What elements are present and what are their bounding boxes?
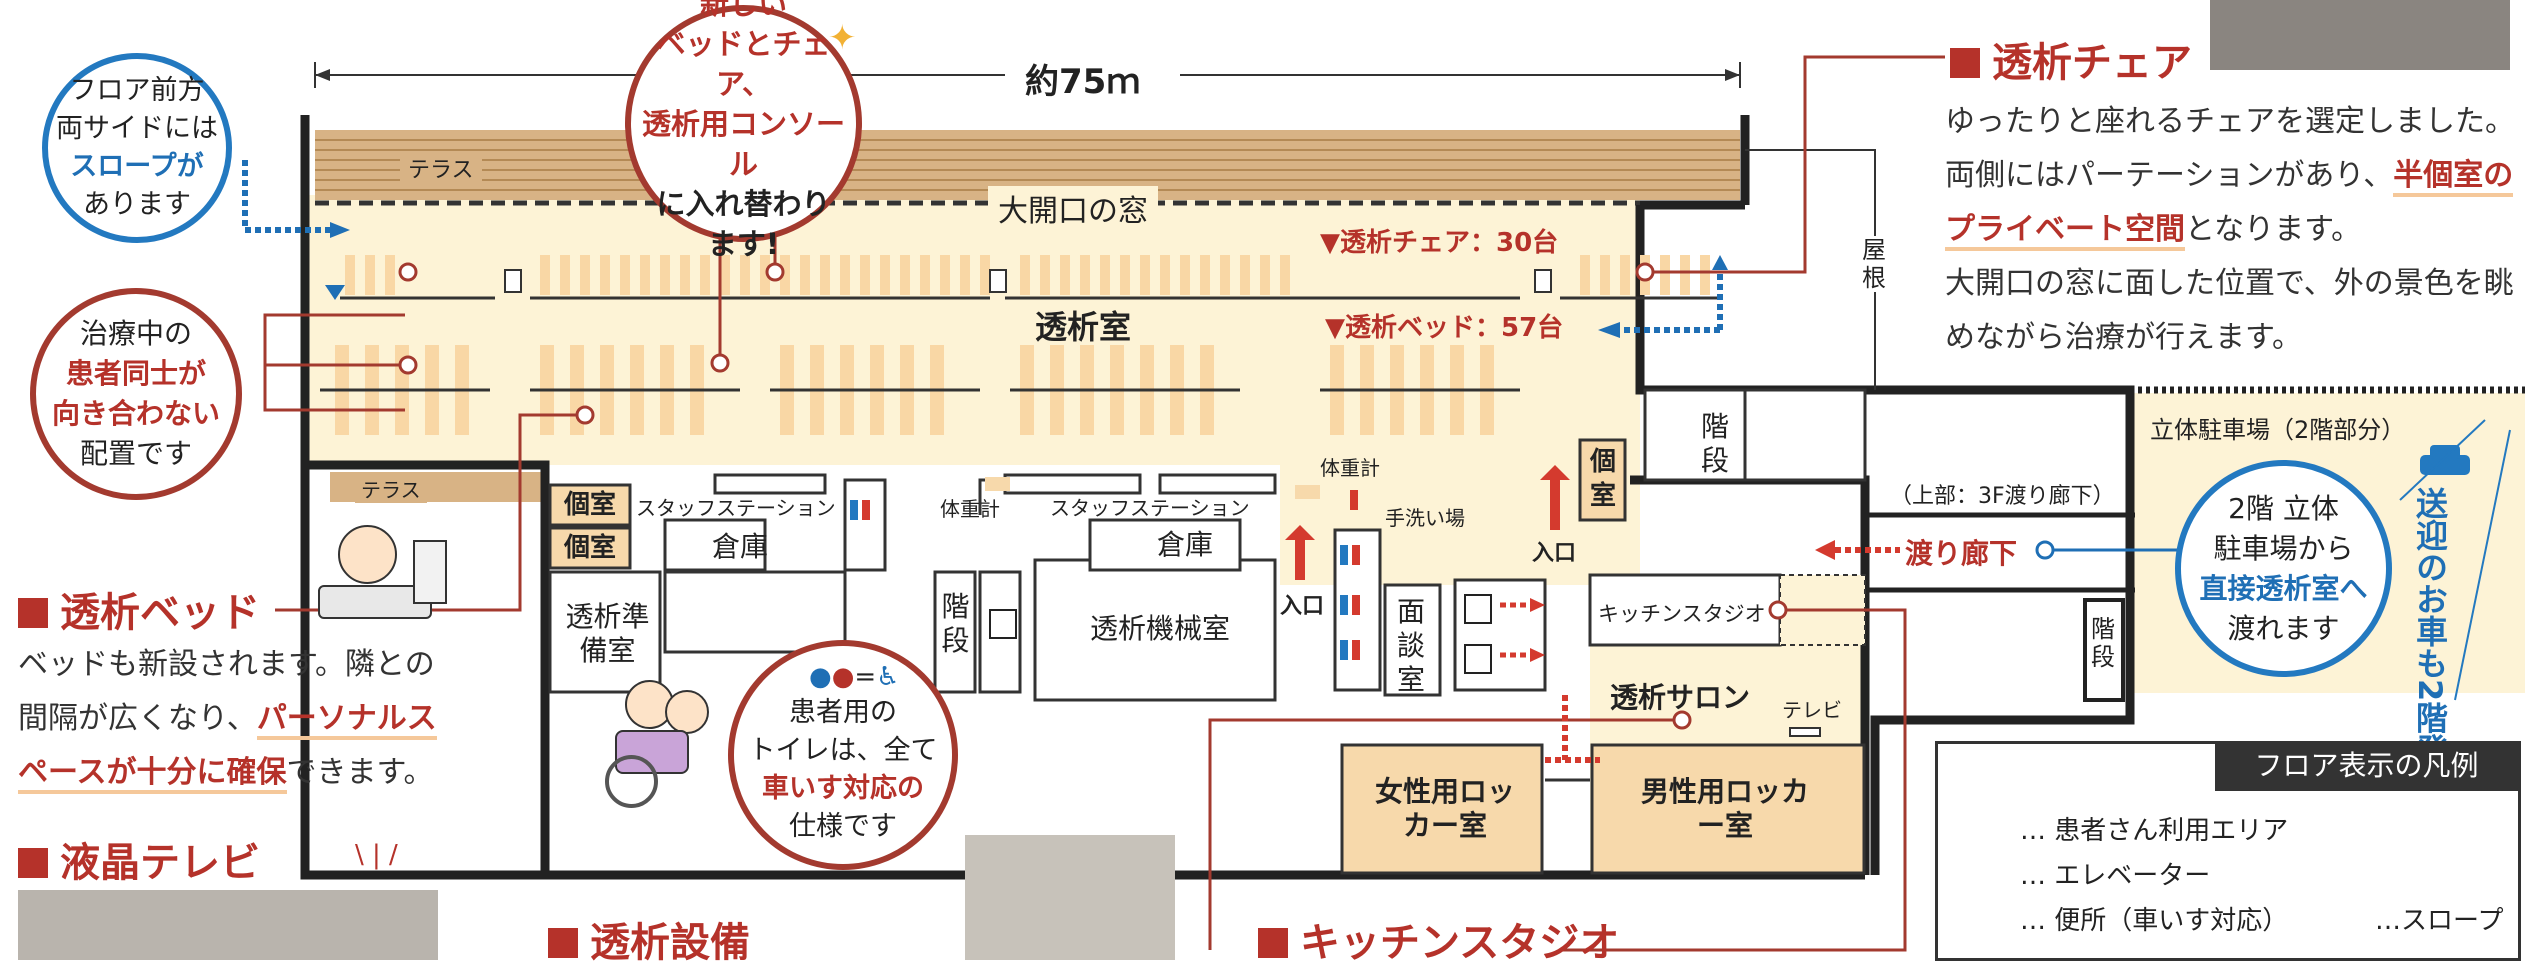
toilet-bubble: ●●=♿ 患者用の トイレは、全て 車いす対応の 仕様です [728, 640, 958, 870]
layout-line-3: 向き合わない [51, 397, 220, 430]
chair-title: 透析チェア [1992, 40, 2192, 86]
legend-slope: …スロープ [2375, 906, 2504, 936]
kitchen-studio-label: キッチンスタジオ [1598, 602, 1766, 626]
chair-text-1: ゆったりと座れるチェアを選定しました。両側にはパーテーションがあり、 [1945, 104, 2515, 193]
chair-count: ▼透析チェア：30台 [1320, 228, 1559, 258]
legend-elevator: … エレベーター [2020, 861, 2211, 891]
bed-text-1: ベッドも新設されます。隣との間隔が広くなり、 [18, 647, 435, 736]
corridor-label: 渡り廊下 [1905, 532, 2018, 572]
chair-description: ゆったりと座れるチェアを選定しました。両側にはパーテーションがあり、半個室のプラ… [1945, 95, 2515, 365]
salon-label: 透析サロン [1610, 681, 1751, 714]
dialysis-area-fill [305, 195, 1640, 465]
bed-description: ベッドも新設されます。隣との間隔が広くなり、パーソナルスペースが十分に確保できま… [18, 638, 448, 800]
private-room-3-label: 個室 [1589, 447, 1616, 511]
window-label: 大開口の窓 [988, 186, 1158, 230]
parking-line-2: 駐車場から [2213, 531, 2354, 565]
storage-1-label: 倉庫 [711, 530, 768, 563]
stairs-1-label: 階段 [941, 590, 970, 657]
new-equipment-bubble: 新しい ベッドとチェア、 透析用コンソール に入れ替わり ます! [625, 0, 862, 261]
slope-line-4: あります [83, 189, 191, 220]
layout-bubble: 治療中の 患者同士が 向き合わない 配置です [30, 288, 242, 500]
new-equipment-line-4: に入れ替わり [656, 186, 831, 221]
chair-heading: 透析チェア [1950, 30, 2192, 88]
terrace-top-label: テラス [400, 152, 482, 184]
new-equipment-line-5: ます! [707, 226, 780, 261]
roof-label: 屋根 [1862, 236, 1888, 292]
wheelchair-illustration [600, 680, 720, 808]
layout-line-1: 治療中の [79, 317, 192, 350]
chair-photo [2210, 0, 2510, 70]
slope-line-1: フロア前方 [69, 75, 205, 106]
bed-title: 透析ベッド [60, 590, 260, 636]
interview-room-label: 面談室 [1396, 595, 1425, 696]
dialysis-room-label: 透析室 [1035, 308, 1132, 346]
bed-count: ▼透析ベッド：57台 [1325, 313, 1564, 343]
upper-note: （上部：3F渡り廊下） [1890, 484, 2115, 509]
handwash-label: 手洗い場 [1385, 506, 1465, 530]
male-locker-label: 男性用ロッカー室 [1640, 775, 1809, 842]
chair-text-2: となります。 [2185, 212, 2362, 247]
private-room-2 [548, 526, 632, 570]
slope-bubble: フロア前方 両サイドには スロープが あります [42, 53, 232, 243]
machine-room-label: 透析機械室 [1089, 612, 1230, 645]
equipment-photo [965, 835, 1175, 960]
equipment-title: 透析設備 [590, 920, 750, 966]
stairs-3-label: 階段 [2091, 615, 2115, 671]
slope-line-3: スロープが [70, 151, 204, 182]
parking-line-4: 渡れます [2227, 611, 2340, 645]
terrace-side-label: テラス [355, 474, 427, 503]
bed-text-2: できます。 [286, 755, 434, 790]
new-equipment-line-3: 透析用コンソール [641, 106, 845, 181]
tv-sparkle-icon: \ | / [355, 840, 398, 870]
private-room-1-label: 個室 [563, 490, 616, 520]
tv-heading: 液晶テレビ [18, 830, 260, 888]
tv-photo [18, 890, 438, 960]
toilet-line-2: トイレは、全て [748, 735, 938, 766]
parking-line-3: 直接透析室へ [2199, 571, 2368, 605]
private-room-3 [1578, 438, 1627, 522]
dimension-label: 約75ｍ [1025, 62, 1141, 102]
toilet-line-1: 患者用の [789, 697, 897, 728]
staff-station-1-label: スタッフステーション [636, 496, 836, 520]
toilet-line-4: 仕様です [789, 811, 897, 842]
layout-line-2: 患者同士が [65, 357, 206, 390]
new-equipment-line-2: ベッドとチェア、 [656, 26, 831, 101]
new-equipment-line-1: 新しい [699, 0, 787, 21]
parking-line-1: 2階 立体 [2228, 491, 2339, 525]
wheelchair-toilet-icon: ●●=♿ [809, 662, 900, 692]
male-locker-room [1590, 743, 1866, 875]
staff-station-2-label: スタッフステーション [1050, 496, 1250, 520]
private-room-1 [548, 483, 632, 527]
layout-line-4: 配置です [79, 437, 192, 470]
kitchen-heading: キッチンスタジオ [1258, 910, 1619, 968]
sparkle-icon: ✦ [828, 18, 857, 58]
female-locker-room [1340, 743, 1544, 875]
parking-bubble: 2階 立体 駐車場から 直接透析室へ 渡れます [2175, 460, 2392, 677]
scale-1-label: 体重計 [940, 497, 1000, 521]
bed-heading: 透析ベッド [18, 580, 260, 638]
chair-highlight: 半個室のプライベート空間 [1945, 158, 2514, 251]
scale-2-label: 体重計 [1320, 456, 1380, 480]
bed-patient-illustration [318, 515, 448, 635]
entrance-2-label: 入口 [1532, 541, 1577, 566]
stairs-2-label: 階段 [1700, 410, 1729, 477]
legend-area: … 患者さん利用エリア [2020, 816, 2289, 846]
entrance-1-label: 入口 [1280, 594, 1325, 619]
female-locker-label: 女性用ロッカー室 [1374, 775, 1515, 842]
legend-title: フロア表示の凡例 [2215, 741, 2518, 791]
slope-line-2: 両サイドには [56, 113, 218, 144]
storage-2-label: 倉庫 [1156, 528, 1213, 561]
prep-room-label: 透析準備室 [565, 600, 650, 667]
parking-label: 立体駐車場（2階部分） [2150, 416, 2406, 444]
bed-highlight: パーソナルスペースが十分に確保 [18, 701, 437, 794]
private-room-2-label: 個室 [563, 533, 616, 563]
equipment-heading: 透析設備 [548, 910, 750, 968]
chair-text-3: 大開口の窓に面した位置で、外の景色を眺めながら治療が行えます。 [1945, 266, 2514, 355]
legend-toilet: … 便所（車いす対応） [2020, 906, 2289, 936]
tv-title: 液晶テレビ [60, 840, 260, 886]
toilet-line-3: 車いす対応の [762, 773, 924, 804]
kitchen-title: キッチンスタジオ [1300, 920, 1620, 966]
tv-label: テレビ [1782, 698, 1842, 722]
